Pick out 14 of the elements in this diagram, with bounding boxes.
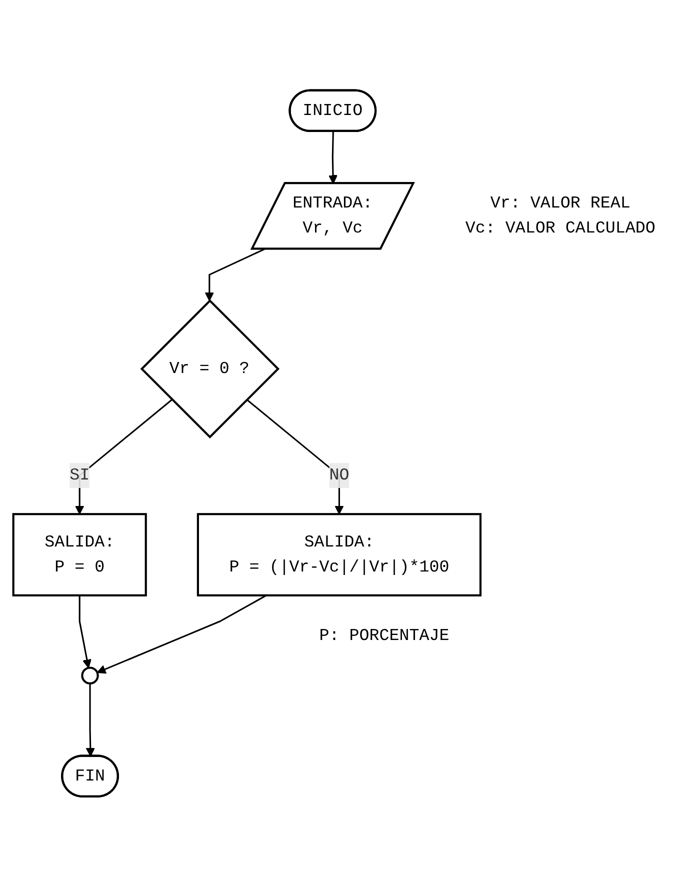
arrow (328, 131, 338, 184)
node-label: Vr: VALOR REAL (490, 194, 630, 212)
node-label: Vc: VALOR CALCULADO (465, 218, 656, 238)
node-box: SALIDA: P = (|Vr-Vc|/|Vr|)*100 (196, 512, 482, 596)
node-diamond: Vr = 0 ? (140, 298, 280, 438)
node-label: P: PORCENTAJE (319, 626, 450, 645)
node-circle (81, 666, 99, 684)
node-box: SALIDA: P = 0 (12, 512, 147, 596)
arrow (204, 248, 265, 301)
arrow (86, 683, 95, 756)
arrow (96, 594, 267, 674)
arrow (78, 594, 92, 668)
edge-label: NO (329, 466, 350, 485)
edge-label: SI (70, 466, 90, 485)
